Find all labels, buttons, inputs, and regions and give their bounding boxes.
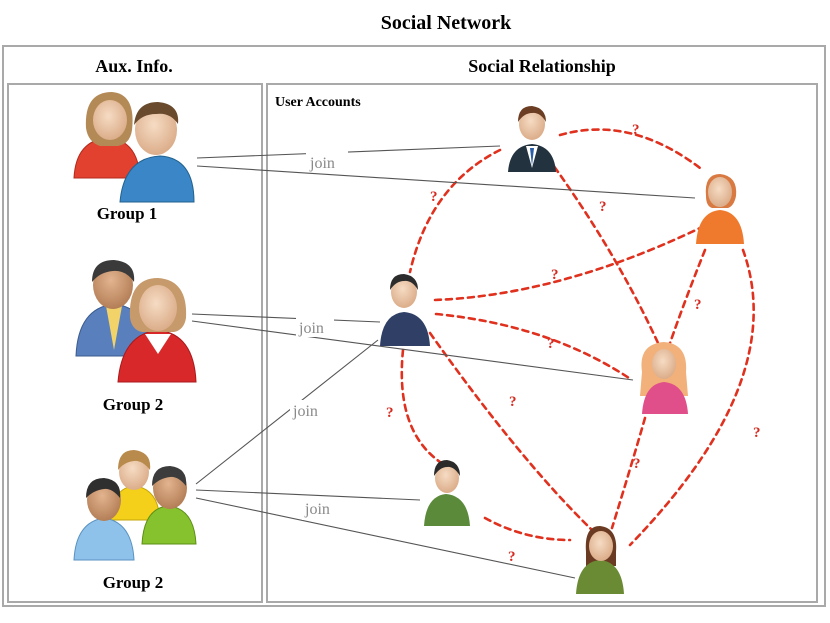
unknown-labels: ? ? ? ? ? ? ? ? ? ? ? xyxy=(386,122,761,565)
relationship-edge xyxy=(400,348,442,464)
membership-edge xyxy=(195,489,421,501)
unknown-label: ? xyxy=(694,297,702,313)
relationship-edge xyxy=(434,312,634,382)
relationship-edge xyxy=(558,128,702,170)
unknown-label: ? xyxy=(633,456,641,472)
group-trio-icon xyxy=(73,450,197,561)
man-sweater-icon xyxy=(380,274,430,346)
group-couple-icon xyxy=(73,92,195,203)
membership-edge xyxy=(195,339,379,485)
relationship-edge xyxy=(433,226,702,302)
relationship-edge xyxy=(668,248,707,345)
join-label: join xyxy=(298,320,324,337)
relationship-edge xyxy=(610,416,647,530)
social-panel-label: Social Relationship xyxy=(468,56,616,76)
relationship-edge xyxy=(483,516,572,542)
man-green-shirt-icon xyxy=(424,460,470,526)
relationship-edge xyxy=(546,156,660,345)
aux-panel-frame xyxy=(7,83,263,603)
unknown-label: ? xyxy=(547,336,555,352)
join-label: join xyxy=(292,403,318,420)
unknown-label: ? xyxy=(599,199,607,215)
join-label: join xyxy=(309,155,335,172)
membership-edge xyxy=(196,165,696,199)
woman-green-jacket-icon xyxy=(576,526,624,594)
group-label: Group 2 xyxy=(103,395,164,414)
membership-edge xyxy=(195,497,576,579)
unknown-label: ? xyxy=(386,405,394,421)
group-label: Group 2 xyxy=(103,573,164,592)
join-label: join xyxy=(304,501,330,518)
membership-edge xyxy=(196,145,501,159)
user-accounts-label: User Accounts xyxy=(275,95,361,110)
group-suits-icon xyxy=(75,260,197,383)
outer-frame xyxy=(2,45,826,607)
unknown-label: ? xyxy=(753,425,761,441)
relationship-edge xyxy=(408,148,502,274)
unknown-label: ? xyxy=(508,549,516,565)
unknown-label: ? xyxy=(632,122,640,138)
relationship-edges xyxy=(400,128,755,547)
join-labels: join join join join xyxy=(290,150,348,520)
membership-edges xyxy=(191,145,696,579)
woman-blonde-icon xyxy=(640,342,688,414)
unknown-label: ? xyxy=(551,267,559,283)
group-label: Group 1 xyxy=(97,204,158,223)
social-panel-frame xyxy=(266,83,818,603)
membership-edge xyxy=(191,320,634,381)
relationship-edge xyxy=(628,248,755,547)
woman-orange-icon xyxy=(696,174,744,244)
unknown-label: ? xyxy=(430,189,438,205)
relationship-edge xyxy=(428,331,594,532)
diagram-title: Social Network xyxy=(381,12,512,34)
membership-edge xyxy=(191,313,381,323)
unknown-label: ? xyxy=(509,394,517,410)
businessman-icon xyxy=(508,106,556,172)
aux-panel-label: Aux. Info. xyxy=(95,56,173,76)
